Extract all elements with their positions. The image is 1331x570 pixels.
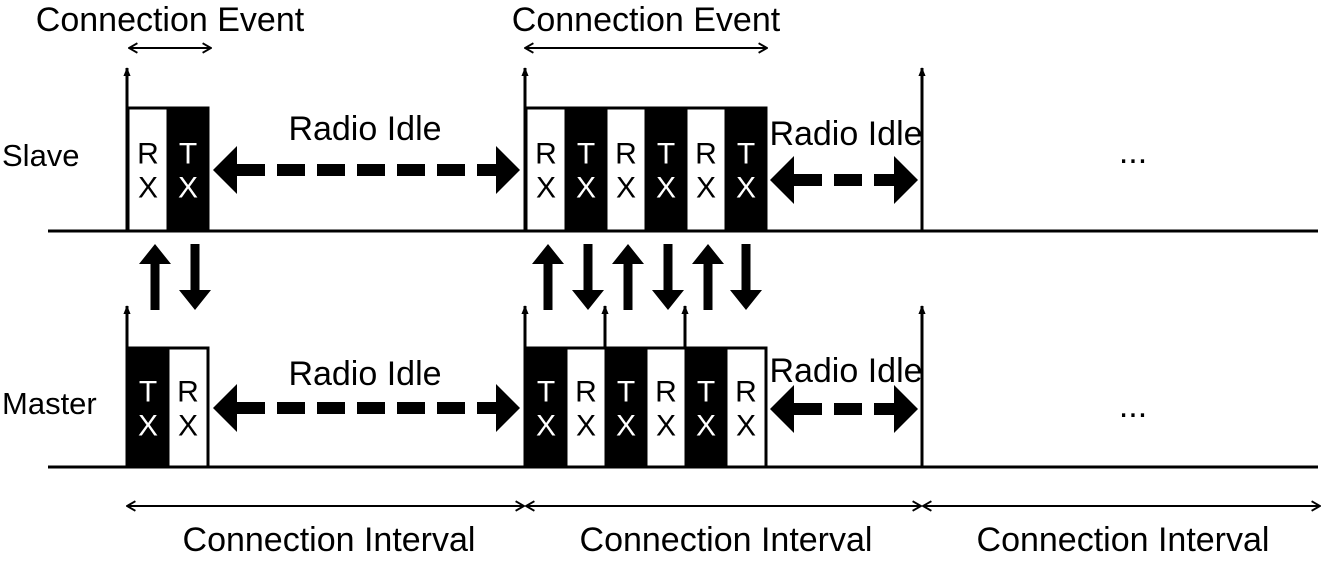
exchange-arrow-down-2 <box>572 244 604 310</box>
master-event-2-slot-1 <box>524 346 568 469</box>
slave-event-2-slot-6-top-letter: T <box>737 138 755 171</box>
master-event-1-slot-2-bottom-letter: X <box>178 410 198 443</box>
packet-exchange-arrows <box>139 244 762 310</box>
connection-interval-label-1: Connection Interval <box>183 521 476 559</box>
slave-event-2-slot-2 <box>564 106 608 233</box>
radio-idle-arrows <box>213 146 918 433</box>
master-event-2-slot-3 <box>604 346 648 469</box>
master-event-2-slot-6-bottom-letter: X <box>736 410 756 443</box>
slave-event-2-slot-4-top-letter: T <box>657 138 675 171</box>
slave-event-2-slot-4-bottom-letter: X <box>656 172 676 205</box>
slave-event-2-slot-3-top-letter: R <box>615 138 637 171</box>
master-ellipsis: ... <box>1119 387 1147 425</box>
slave-ellipsis: ... <box>1119 133 1147 171</box>
master-event-2-slot-4-bottom-letter: X <box>656 410 676 443</box>
slave-event-2-slot-5-top-letter: R <box>695 138 717 171</box>
slave-event-2-slot-2-top-letter: T <box>577 138 595 171</box>
master-event-2-slot-3-bottom-letter: X <box>616 410 636 443</box>
master-event-2-slot-4 <box>644 346 688 469</box>
slave-event-2-slot-6-bottom-letter: X <box>736 172 756 205</box>
master-event-2-slot-1-bottom-letter: X <box>536 410 556 443</box>
slave-event-2-slot-3 <box>604 106 648 233</box>
master-event-1-slot-1-top-letter: T <box>139 376 157 409</box>
master-event-1-slot-2-top-letter: R <box>177 376 199 409</box>
master-event-2-slot-3-top-letter: T <box>617 376 635 409</box>
exchange-arrow-up-1 <box>139 244 171 310</box>
master-radio-idle-arrow-2 <box>770 385 918 433</box>
master-event-2-slot-6 <box>724 346 768 469</box>
slave-event-2-slot-6 <box>724 106 768 233</box>
slave-radio-idle-label-2: Radio Idle <box>769 115 922 153</box>
slave-event-2-slot-2-bottom-letter: X <box>576 172 596 205</box>
exchange-arrow-up-3 <box>612 244 644 310</box>
master-event-2-slot-2-bottom-letter: X <box>576 410 596 443</box>
slave-event-1-slot-2-bottom-letter: X <box>178 172 198 205</box>
master-radio-idle-arrow-1 <box>213 384 520 432</box>
master-event-2-slot-5 <box>684 346 728 469</box>
slave-event-1-slot-2-top-letter: T <box>179 138 197 171</box>
master-event-2-slot-4-top-letter: R <box>655 376 677 409</box>
connection-interval-label-2: Connection Interval <box>580 521 873 559</box>
master-radio-idle-label-2: Radio Idle <box>769 352 922 390</box>
slave-event-1-slot-1 <box>126 106 170 233</box>
master-event-1-slot-1 <box>126 346 170 469</box>
slave-event-1-slot-2 <box>166 106 210 233</box>
connection-event-label-1: Connection Event <box>36 1 305 39</box>
master-event-1-slot-1-bottom-letter: X <box>138 410 158 443</box>
connection-interval-label-3: Connection Interval <box>977 521 1270 559</box>
slave-event-1-slot-1-bottom-letter: X <box>138 172 158 205</box>
slave-event-1-slot-1-top-letter: R <box>137 138 159 171</box>
exchange-arrow-down-3 <box>652 244 684 310</box>
master-event-2-slot-2-top-letter: R <box>575 376 597 409</box>
slave-event-2-slot-5-bottom-letter: X <box>696 172 716 205</box>
slave-radio-idle-arrow-2 <box>770 156 918 204</box>
master-event-1-slot-2 <box>166 346 210 469</box>
master-label: Master <box>2 386 97 421</box>
master-event-2-slot-1-top-letter: T <box>537 376 555 409</box>
exchange-arrow-up-4 <box>692 244 724 310</box>
master-event-2-slot-5-top-letter: T <box>697 376 715 409</box>
slave-event-2-slot-1-bottom-letter: X <box>536 172 556 205</box>
master-radio-idle-label-1: Radio Idle <box>288 355 441 393</box>
slave-event-2-slot-1-top-letter: R <box>535 138 557 171</box>
exchange-arrow-down-4 <box>730 244 762 310</box>
exchange-arrow-up-2 <box>532 244 564 310</box>
slave-label: Slave <box>2 138 80 173</box>
slave-event-2-slot-3-bottom-letter: X <box>616 172 636 205</box>
master-event-2-slot-6-top-letter: R <box>735 376 757 409</box>
slave-radio-idle-arrow-1 <box>213 146 520 194</box>
slave-event-2-slot-5 <box>684 106 728 233</box>
slave-radio-idle-label-1: Radio Idle <box>288 110 441 148</box>
connection-event-label-2: Connection Event <box>512 1 781 39</box>
master-event-2-slot-5-bottom-letter: X <box>696 410 716 443</box>
exchange-arrow-down-1 <box>179 244 211 310</box>
